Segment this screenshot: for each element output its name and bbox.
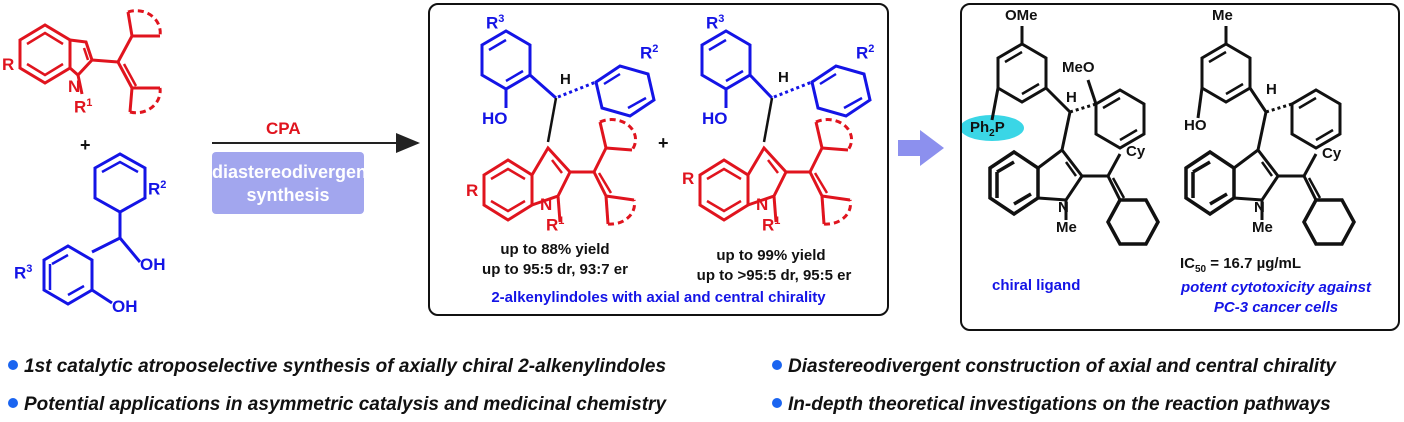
alcohol-reactant-structure bbox=[42, 152, 147, 306]
ligand-caption: chiral ligand bbox=[992, 277, 1081, 294]
alcohol-r2-label: R2 bbox=[148, 179, 167, 199]
product-left-r-label: R bbox=[466, 181, 479, 200]
drug-me-top-label: Me bbox=[1212, 7, 1233, 24]
drug-me-label: Me bbox=[1252, 219, 1273, 236]
ligand-meo-label: MeO bbox=[1062, 59, 1095, 76]
drug-n-label: N bbox=[1254, 199, 1265, 216]
product-left-ho-label: HO bbox=[482, 109, 508, 128]
product-right-n-label: N bbox=[756, 195, 769, 214]
transition-arrow bbox=[898, 130, 944, 166]
product-right-yield: up to 99% yield bbox=[716, 247, 826, 264]
products-caption: 2-alkenylindoles with axial and central … bbox=[491, 289, 826, 306]
product-left-r1-label: R1 bbox=[546, 215, 565, 235]
drug-ic50-label: IC50 = 16.7 µg/mL bbox=[1180, 255, 1302, 275]
alcohol-oh-bottom-label: OH bbox=[112, 297, 138, 316]
condition-line-1: diastereodivergent bbox=[212, 162, 374, 182]
catalyst-label: CPA bbox=[266, 119, 301, 138]
product-right-r1-label: R1 bbox=[762, 215, 781, 235]
chiral-ligand-structure bbox=[960, 26, 1160, 246]
alcohol-oh-top-label: OH bbox=[140, 255, 166, 274]
product-right-r-label: R bbox=[682, 169, 695, 188]
indole-r1-label: R1 bbox=[74, 97, 93, 117]
indole-n-label: N bbox=[68, 77, 81, 96]
applications-box bbox=[960, 3, 1400, 331]
drug-activity-line-1: potent cytotoxicity against bbox=[1180, 279, 1372, 296]
ligand-n-label: N bbox=[1058, 199, 1069, 216]
product-left-n-label: N bbox=[540, 195, 553, 214]
condition-box: diastereodivergent synthesis bbox=[212, 152, 374, 214]
ligand-ome-label: OMe bbox=[1005, 7, 1038, 24]
drug-h-label: H bbox=[1266, 81, 1277, 98]
product-left-selectivity: up to 95:5 dr, 93:7 er bbox=[482, 261, 628, 278]
product-left-r2-label: R2 bbox=[640, 43, 659, 63]
drug-activity-line-2: PC-3 cancer cells bbox=[1213, 299, 1339, 316]
condition-line-2: synthesis bbox=[246, 185, 330, 205]
product-plus-sign: + bbox=[658, 133, 669, 153]
ligand-ph2p-label: Ph2P bbox=[970, 119, 1005, 139]
bullet-icon bbox=[8, 398, 18, 408]
highlight-item: Potential applications in asymmetric cat… bbox=[8, 394, 666, 416]
bullet-icon bbox=[772, 398, 782, 408]
bullet-icon bbox=[772, 360, 782, 370]
product-right-structure bbox=[698, 29, 872, 226]
highlight-item: 1st catalytic atroposelective synthesis … bbox=[8, 356, 666, 378]
bullet-icon bbox=[8, 360, 18, 370]
cytotoxic-compound-structure bbox=[1184, 26, 1356, 246]
product-right-selectivity: up to >95:5 dr, 95:5 er bbox=[696, 267, 852, 284]
product-left-structure bbox=[480, 29, 656, 226]
highlight-item: Diastereodivergent construction of axial… bbox=[772, 356, 1336, 378]
drug-ho-label: HO bbox=[1184, 117, 1207, 134]
ligand-me-label: Me bbox=[1056, 219, 1077, 236]
product-right-h-label: H bbox=[778, 69, 789, 86]
alcohol-r3-label: R3 bbox=[14, 263, 33, 283]
products-box bbox=[428, 3, 889, 316]
product-right-ho-label: HO bbox=[702, 109, 728, 128]
ligand-cy-label: Cy bbox=[1126, 143, 1146, 160]
drug-cy-label: Cy bbox=[1322, 145, 1342, 162]
product-left-r3-label: R3 bbox=[486, 13, 505, 33]
indole-reactant-structure bbox=[18, 9, 162, 115]
indole-r-label: R bbox=[2, 55, 15, 74]
reactant-plus-sign: + bbox=[80, 135, 91, 155]
ligand-h-label: H bbox=[1066, 89, 1077, 106]
highlight-item: In-depth theoretical investigations on t… bbox=[772, 394, 1331, 416]
product-right-r2-label: R2 bbox=[856, 43, 875, 63]
product-left-yield: up to 88% yield bbox=[500, 241, 610, 258]
product-right-r3-label: R3 bbox=[706, 13, 725, 33]
product-left-h-label: H bbox=[560, 71, 571, 88]
